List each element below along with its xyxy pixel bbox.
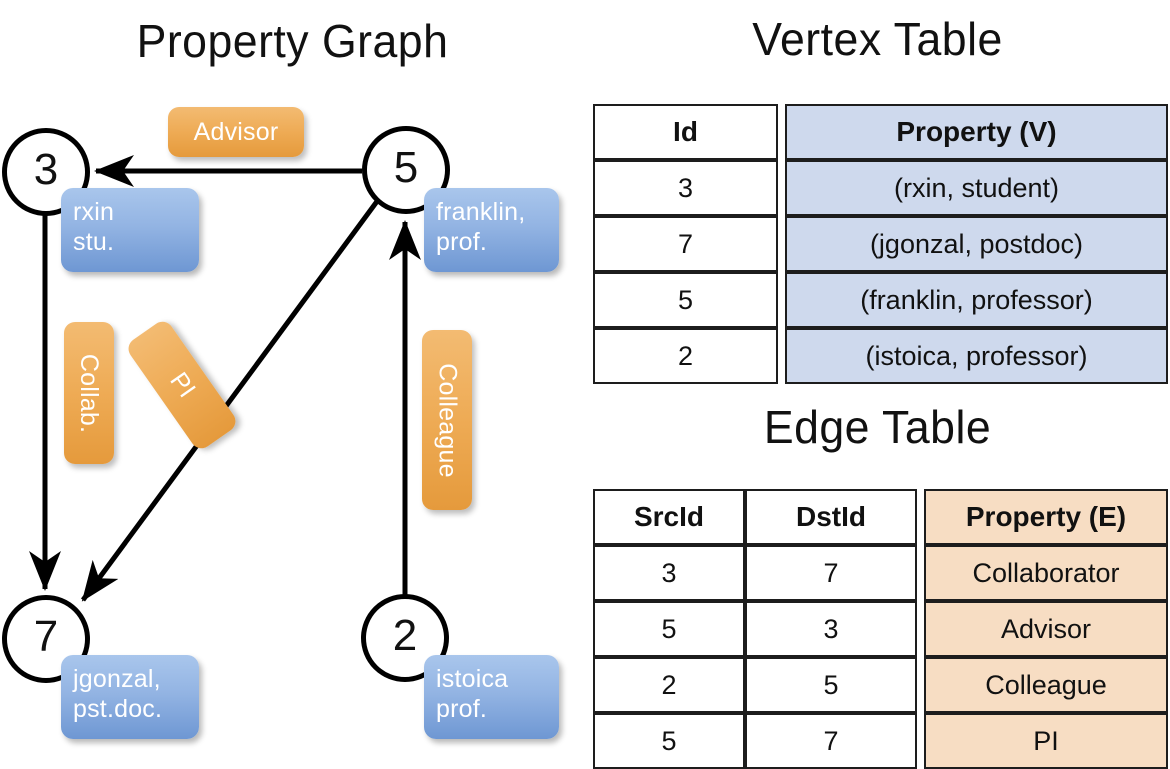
vertex-table-header-row: Id Property (V): [593, 104, 1168, 160]
table-row: 5 (franklin, professor): [593, 272, 1168, 328]
vertex-property-box-7: jgonzal, pst.doc.: [61, 655, 199, 739]
graph-node-5-label: 5: [393, 143, 419, 192]
vertex-table-column-gap: [778, 160, 785, 216]
page-title-property-graph: Property Graph: [136, 15, 449, 67]
page-title-edge-table: Edge Table: [763, 401, 992, 453]
edge-table-header-row: SrcId DstId Property (E): [593, 489, 1168, 545]
vertex-property-box-3-line1: rxin: [73, 198, 115, 226]
vertex-property-box-7-line1: jgonzal,: [73, 665, 161, 693]
table-row: 7 (jgonzal, postdoc): [593, 216, 1168, 272]
graph-node-2-label: 2: [392, 611, 418, 660]
edge-label-collab-text: Collab.: [75, 353, 104, 433]
vertex-row-2-id: 5: [593, 272, 778, 328]
graph-node-7-label: 7: [33, 612, 59, 661]
vertex-table-header-property: Property (V): [785, 104, 1168, 160]
edge-label-colleague: Colleague: [422, 330, 472, 510]
edge-label-advisor: Advisor: [168, 107, 304, 157]
edge-label-advisor-text: Advisor: [193, 117, 279, 146]
edge-row-2-property: Colleague: [924, 657, 1168, 713]
page-title-vertex-table: Vertex Table: [752, 13, 1003, 65]
property-graph-diagram: 3 5 7 2 rxin stu. franklin, prof. jgonza…: [0, 0, 585, 760]
vertex-property-box-2-line1: istoica: [436, 665, 509, 693]
edge-table-column-gap: [917, 601, 924, 657]
graph-edges-svg: [29, 155, 421, 602]
graph-node-2[interactable]: 2: [361, 594, 449, 682]
vertex-table-header-id: Id: [593, 104, 778, 160]
edge-row-0-src: 3: [593, 545, 745, 601]
edge-table-column-gap: [917, 713, 924, 769]
edge-5-to-7-pi: [80, 198, 381, 602]
vertex-table-column-gap: [778, 104, 785, 160]
vertex-property-box-2: istoica prof.: [424, 655, 559, 739]
edge-row-1-dst: 3: [745, 601, 917, 657]
vertex-row-3-id: 2: [593, 328, 778, 384]
graph-node-5[interactable]: 5: [362, 126, 450, 214]
table-row: 2 5 Colleague: [593, 657, 1168, 713]
edge-row-3-property: PI: [924, 713, 1168, 769]
table-row: 3 (rxin, student): [593, 160, 1168, 216]
edge-table-header-dstid: DstId: [745, 489, 917, 545]
vertex-table-column-gap: [778, 328, 785, 384]
vertex-row-1-property: (jgonzal, postdoc): [785, 216, 1168, 272]
vertex-row-2-property: (franklin, professor): [785, 272, 1168, 328]
edge-label-pi-text: PI: [164, 366, 201, 403]
edge-table-column-gap: [917, 545, 924, 601]
edge-row-0-dst: 7: [745, 545, 917, 601]
vertex-row-0-property: (rxin, student): [785, 160, 1168, 216]
edge-table-header-srcid: SrcId: [593, 489, 745, 545]
vertex-row-3-property: (istoica, professor): [785, 328, 1168, 384]
vertex-property-box-3: rxin stu.: [61, 188, 199, 272]
vertex-property-box-7-line2: pst.doc.: [73, 694, 163, 723]
vertex-property-box-3-line2: stu.: [73, 227, 115, 256]
vertex-property-box-2-line2: prof.: [436, 694, 488, 723]
edge-row-1-property: Advisor: [924, 601, 1168, 657]
vertex-row-1-id: 7: [593, 216, 778, 272]
edge-table-column-gap: [917, 657, 924, 713]
edge-row-3-src: 5: [593, 713, 745, 769]
vertex-property-box-5-line1: franklin,: [436, 198, 526, 226]
edge-row-1-src: 5: [593, 601, 745, 657]
table-row: 5 7 PI: [593, 713, 1168, 769]
table-row: 5 3 Advisor: [593, 601, 1168, 657]
vertex-property-box-5-line2: prof.: [436, 227, 488, 256]
graph-node-3-label: 3: [33, 145, 59, 194]
edge-table-column-gap: [917, 489, 924, 545]
vertex-table-column-gap: [778, 216, 785, 272]
table-row: 3 7 Collaborator: [593, 545, 1168, 601]
vertex-table: Id Property (V) 3 (rxin, student) 7 (jgo…: [593, 104, 1168, 384]
edge-row-3-dst: 7: [745, 713, 917, 769]
edge-label-colleague-text: Colleague: [433, 362, 462, 478]
vertex-table-column-gap: [778, 272, 785, 328]
edge-label-collab: Collab.: [64, 322, 114, 464]
vertex-row-0-id: 3: [593, 160, 778, 216]
edge-table-header-property: Property (E): [924, 489, 1168, 545]
edge-row-2-dst: 5: [745, 657, 917, 713]
table-row: 2 (istoica, professor): [593, 328, 1168, 384]
vertex-property-box-5: franklin, prof.: [424, 188, 559, 272]
edge-table: SrcId DstId Property (E) 3 7 Collaborato…: [593, 489, 1168, 769]
edge-row-2-src: 2: [593, 657, 745, 713]
edge-row-0-property: Collaborator: [924, 545, 1168, 601]
